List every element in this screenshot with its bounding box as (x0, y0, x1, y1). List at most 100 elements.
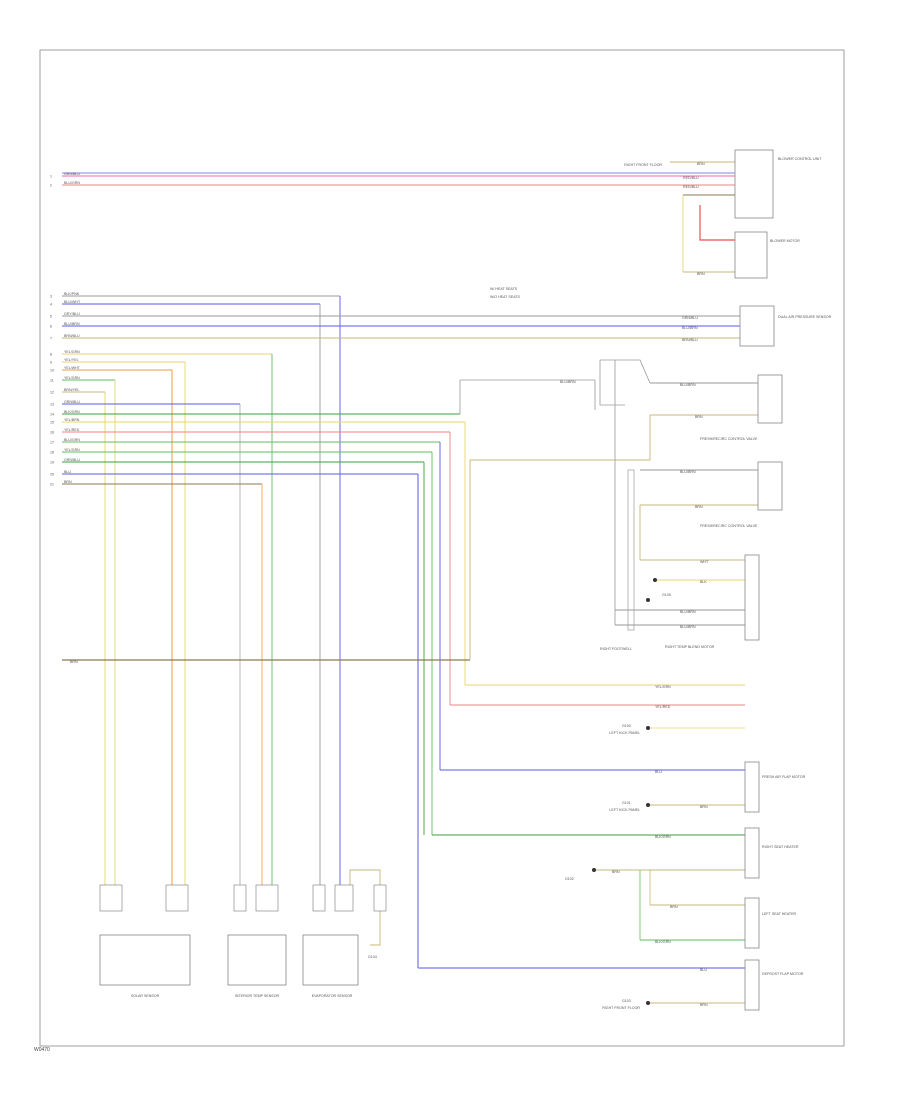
fresh-air-flap-box (744, 761, 760, 813)
right-seat-box (744, 827, 760, 879)
solar-sensor-box (99, 934, 191, 986)
blower-motor-box (734, 231, 768, 279)
conn-solar-1 (99, 884, 123, 912)
harness-wire-label: BLU/GRN (64, 181, 80, 185)
label-g102: G102 (565, 877, 574, 881)
ground-symbol (646, 1001, 650, 1005)
harness-pin-number: 3 (50, 295, 52, 299)
right-temp-motor-box (744, 554, 760, 641)
harness-pin-number: 21 (50, 483, 54, 487)
harness-pin-number: 20 (50, 473, 54, 477)
harness-pin-number: 17 (50, 441, 54, 445)
harness-wire-label: YEL/RED (64, 428, 80, 432)
harness-pin-number: 11 (50, 379, 54, 383)
wire-tag: BLU/BRN (680, 625, 696, 629)
wire-tag: BLK/GRN (655, 940, 671, 944)
label-right-seat: RIGHT SEAT HEATER (762, 845, 799, 849)
wire-tag: BLK/GRN (655, 835, 671, 839)
wire-tag: BRN/BLU (682, 338, 698, 342)
harness-pin-number: 19 (50, 461, 54, 465)
harness-wire-label: YEL/GRN (64, 376, 80, 380)
label-ground-right2: RIGHT FRONT FLOOR (602, 1006, 640, 1010)
harness-wire-label: BLU/GRN (64, 438, 80, 442)
wire-tag: BLU/BRN (560, 380, 576, 384)
harness-pin-number: 12 (50, 391, 54, 395)
label-ground-right: RIGHT FRONT FLOOR (624, 163, 662, 167)
label-left-seat: LEFT SEAT HEATER (762, 912, 796, 916)
harness-wire-label: BLU/BRN (64, 322, 80, 326)
wire-tag: BRN (700, 805, 708, 809)
harness-wire-label: YEL/YEL (64, 358, 79, 362)
label-defrost-motor: DEFROST FLAP MOTOR (762, 972, 804, 976)
wire-tag: GRN/BLU (682, 316, 698, 320)
blower-control-box (734, 149, 774, 219)
blower-red-loop (699, 205, 735, 241)
diagram-code: W0470 (34, 1047, 50, 1053)
harness-wire-label: GRN/BLU (64, 458, 80, 462)
harness-wire-label: BLK/GRN (64, 410, 80, 414)
label-right-temp-motor: RIGHT TEMP BLEND MOTOR (665, 645, 715, 649)
interior-temp-box (227, 934, 287, 986)
wire-tag: RED/BLU (683, 185, 699, 189)
harness-wire-label: BLK/PNK (64, 292, 80, 296)
harness-pin-number: 5 (50, 315, 52, 319)
harness-wire-label: YEL/GRN (64, 350, 80, 354)
wire-tag: BRN (697, 272, 705, 276)
wire-tag: WHT (700, 560, 709, 564)
harness-wire-label: BRN/YEL (64, 388, 79, 392)
freshair-valve-1-box (757, 374, 783, 424)
label-interior-temp: INTERIOR TEMP SENSOR (235, 994, 280, 998)
label-ground-left: LEFT KICK PANEL (609, 731, 640, 735)
harness-pin-number: 7 (50, 337, 52, 341)
harness-pin-number: 18 (50, 451, 54, 455)
evap-sensor-box (302, 934, 359, 986)
wire-tag: BLU/BRN (680, 470, 696, 474)
harness-wire-label: GRN/BLU (64, 400, 80, 404)
label-fresh-air-flap: FRESH AIR FLAP MOTOR (762, 775, 806, 779)
wire-tag: YEL/GRN (655, 685, 671, 689)
ground-symbol (646, 726, 650, 730)
ground-symbol (592, 868, 596, 872)
evap-loop (349, 869, 381, 946)
wire-tag: YEL/RED (655, 705, 671, 709)
ground-symbol (646, 598, 650, 602)
harness-wire-label: BLU (64, 470, 71, 474)
label-g104: G104 (368, 955, 377, 959)
label-g105: G105 (662, 593, 671, 597)
label-solar-sensor: SOLAR SENSOR (131, 994, 160, 998)
defrost-motor-box (744, 959, 760, 1011)
harness-pin-number: 14 (50, 413, 54, 417)
label-freshair-valve-2: FRESH/RECIRC CONTROL VALVE (700, 524, 758, 528)
wire-tag: BRN (697, 162, 705, 166)
harness-wire-label: YEL/BRN (64, 418, 80, 422)
wire-tag: BRN (695, 505, 703, 509)
harness-wire-label: YEL/WHT (64, 366, 81, 370)
harness-pin-number: 4 (50, 303, 52, 307)
wire-tag: RED/BLU (683, 176, 699, 180)
harness-wires (62, 161, 760, 1004)
conn-interior-1 (233, 884, 247, 912)
harness-wire-label: BRN (64, 480, 72, 484)
harness-pin-number: 8 (50, 353, 52, 357)
harness-wire-label: BRN/BLU (64, 334, 80, 338)
wire-tag: BRN (70, 660, 78, 664)
label-g103: G103 (622, 999, 631, 1003)
harness-labels: 1GRN/BLU2BLU/GRN3BLK/PNK4BLU/WHT5GRY/BLU… (50, 172, 81, 487)
conn-evap-1 (312, 884, 326, 912)
label-blower-motor: BLOWER MOTOR (770, 239, 800, 243)
wire-tag: BRN (700, 1003, 708, 1007)
freshair-valve-2-box (757, 461, 783, 511)
valve-drop (594, 360, 625, 410)
conn-interior-2 (255, 884, 279, 912)
legend-line-1: W/ HEAT SEATS (490, 287, 518, 291)
wire-tag: BLU/BRN (680, 610, 696, 614)
harness-pin-number: 15 (50, 421, 54, 425)
wire-tag: BLU/BRN (680, 383, 696, 387)
label-g100: G100 (622, 724, 631, 728)
valve-bracket-box (627, 469, 635, 631)
wire-tag: BLK (700, 580, 707, 584)
wire-tag: BRN (670, 905, 678, 909)
harness-wire-label: BLU/WHT (64, 300, 81, 304)
label-evap-sensor: EVAPORATOR SENSOR (312, 994, 353, 998)
